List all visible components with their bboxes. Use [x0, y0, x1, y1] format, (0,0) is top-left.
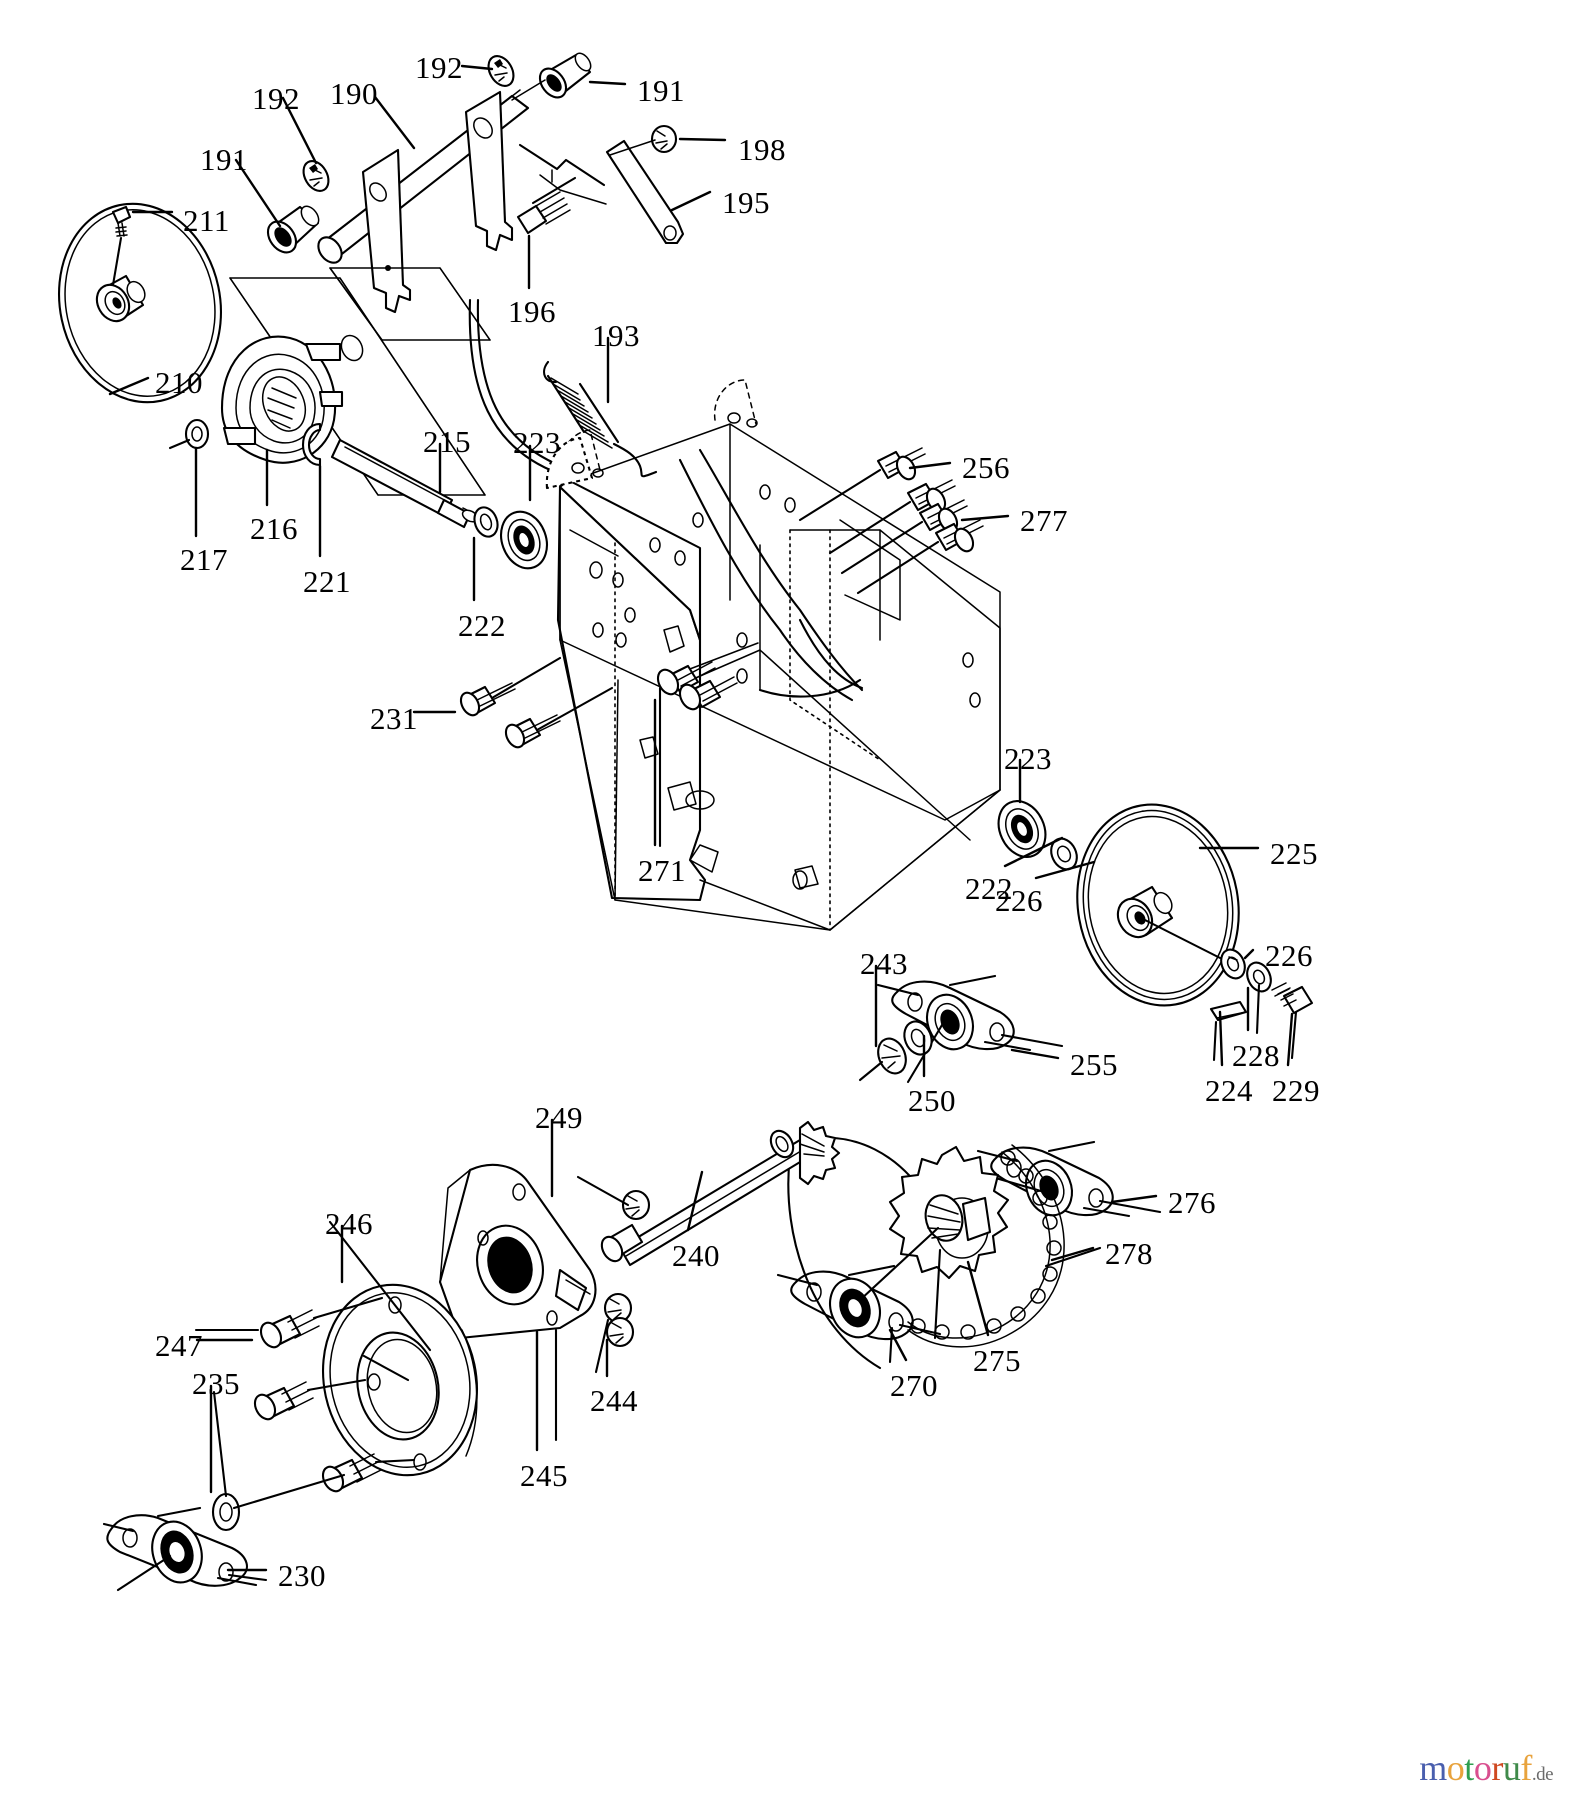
bracket-276 — [976, 1140, 1162, 1218]
washer-228 — [1246, 961, 1272, 1035]
callout-256: 256 — [962, 450, 1010, 485]
bearing-223-left — [500, 510, 548, 570]
callout-270: 270 — [890, 1368, 938, 1403]
bolts-247 — [194, 1296, 416, 1493]
hub-210 — [95, 274, 146, 323]
callout-221: 221 — [303, 564, 351, 599]
callout-244: 244 — [590, 1383, 638, 1418]
bearing-223-right — [997, 800, 1047, 858]
bushing-191-left — [266, 205, 320, 254]
callout-255: 255 — [1070, 1047, 1118, 1082]
retaining-clip-192-left — [302, 160, 330, 192]
drum-246 — [321, 1220, 479, 1477]
upper-shaft-assembly — [229, 52, 685, 496]
callout-223-upper: 223 — [513, 425, 561, 460]
callout-276: 276 — [1168, 1185, 1216, 1220]
retaining-clip-192-right — [487, 55, 515, 87]
callout-198: 198 — [738, 132, 786, 167]
washer-226-outer — [1220, 948, 1246, 980]
washer-222-left — [473, 506, 499, 538]
leader-lines — [108, 64, 1294, 1572]
callout-246: 246 — [325, 1206, 373, 1241]
callout-225: 225 — [1270, 836, 1318, 871]
callout-210: 210 — [155, 365, 203, 400]
grease-fitting-211 — [111, 205, 132, 287]
wm-letter-o2: o — [1473, 1748, 1492, 1788]
callout-195: 195 — [722, 185, 770, 220]
callout-275: 275 — [973, 1343, 1021, 1378]
wm-suffix: .de — [1531, 1764, 1554, 1785]
callout-245: 245 — [520, 1458, 568, 1493]
bearing-housing-216 — [220, 335, 344, 464]
callout-277: 277 — [1020, 503, 1068, 538]
motoruf-watermark: motoruf.de — [1419, 1750, 1553, 1786]
screws-231 — [459, 656, 614, 749]
callout-228: 228 — [1232, 1038, 1280, 1073]
callout-240: 240 — [672, 1238, 720, 1273]
callout-217: 217 — [180, 542, 228, 577]
callout-211: 211 — [183, 203, 230, 238]
snap-ring-221 — [301, 422, 322, 467]
wm-letter-t: t — [1464, 1748, 1474, 1788]
nut-249 — [576, 1175, 651, 1221]
wm-letter-o1: o — [1446, 1748, 1465, 1788]
callout-226-inner: 226 — [995, 883, 1043, 918]
wm-letter-f: f — [1520, 1748, 1532, 1788]
gearcase-245 — [438, 1163, 597, 1442]
shaft-240 — [600, 1120, 841, 1267]
screw-196 — [516, 176, 577, 235]
callout-222-upper: 222 — [458, 608, 506, 643]
clip-243 — [858, 1037, 907, 1082]
wm-letter-r: r — [1491, 1748, 1503, 1788]
bushing-191-right — [538, 52, 592, 99]
callout-192-top: 192 — [415, 50, 463, 85]
callout-247: 247 — [155, 1328, 203, 1363]
link-arm-195 — [605, 139, 685, 245]
callout-223-lower: 223 — [1004, 741, 1052, 776]
chain-drive — [787, 1136, 1102, 1370]
spring-193 — [543, 360, 658, 478]
pulley-225 — [1076, 803, 1240, 1007]
wm-letter-u: u — [1502, 1748, 1521, 1788]
bolt-229 — [1271, 982, 1314, 1060]
callout-191-left: 191 — [200, 142, 248, 177]
callout-226-outer: 226 — [1265, 938, 1313, 973]
nut-198 — [650, 124, 678, 154]
callout-190: 190 — [330, 76, 378, 111]
callout-216: 216 — [250, 511, 298, 546]
sprocket-275 — [858, 1145, 1010, 1340]
callout-249: 249 — [535, 1100, 583, 1135]
pulley-hub-225 — [1116, 885, 1174, 939]
screws-271 — [656, 661, 738, 848]
callout-243: 243 — [860, 946, 908, 981]
wm-letter-m: m — [1419, 1748, 1447, 1788]
callout-215: 215 — [423, 424, 471, 459]
callout-196: 196 — [508, 294, 556, 329]
callout-191-right: 191 — [637, 73, 685, 108]
callout-231: 231 — [370, 701, 418, 736]
callout-278: 278 — [1105, 1236, 1153, 1271]
chain-278 — [907, 1144, 1102, 1348]
callout-235: 235 — [192, 1366, 240, 1401]
callout-271: 271 — [638, 853, 686, 888]
screw-256 — [798, 447, 926, 522]
callout-224: 224 — [1205, 1073, 1253, 1108]
plate-230 — [102, 1506, 268, 1592]
callout-193: 193 — [592, 318, 640, 353]
nuts-244 — [594, 1292, 635, 1374]
callout-229: 229 — [1272, 1073, 1320, 1108]
washer-235 — [211, 1390, 346, 1532]
disc-210-assembly — [57, 202, 223, 404]
callout-230: 230 — [278, 1558, 326, 1593]
callout-192-left: 192 — [252, 81, 300, 116]
callout-250: 250 — [908, 1083, 956, 1118]
screws-277 — [828, 479, 984, 595]
callout-222-lower: 222 — [965, 871, 1013, 906]
